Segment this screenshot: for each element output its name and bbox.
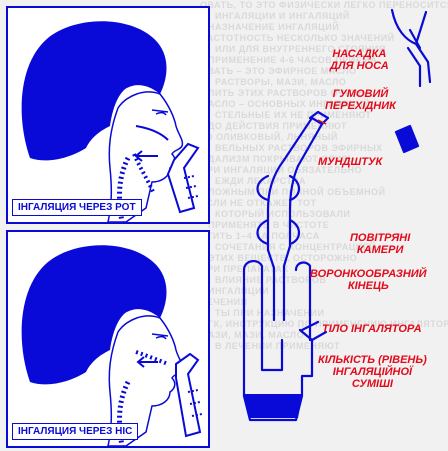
label-inhaler-body: ТІЛО ІНГАЛЯТОРА (322, 323, 422, 335)
nasal-tip-shape (392, 10, 430, 86)
label-mouthpiece: МУНДШТУК (318, 156, 382, 168)
mouth-inhalation-panel: ІНГАЛЯЦИЯ ЧЕРЕЗ РОТ (6, 6, 210, 224)
mouth-inhalation-caption: ІНГАЛЯЦИЯ ЧЕРЕЗ РОТ (12, 199, 142, 216)
nose-inhalation-caption: ІНГАЛЯЦИЯ ЧЕРЕЗ НІС (12, 423, 138, 440)
funnel-end-shape (268, 246, 290, 280)
head-profile-nose (8, 232, 208, 446)
mixture-level-shape (244, 394, 302, 418)
rubber-adapter-shape (396, 126, 418, 152)
nose-inhalation-panel: ІНГАЛЯЦИЯ ЧЕРЕЗ НІС (6, 230, 210, 448)
head-profile-mouth (8, 8, 208, 222)
air-chamber-2 (258, 220, 300, 244)
